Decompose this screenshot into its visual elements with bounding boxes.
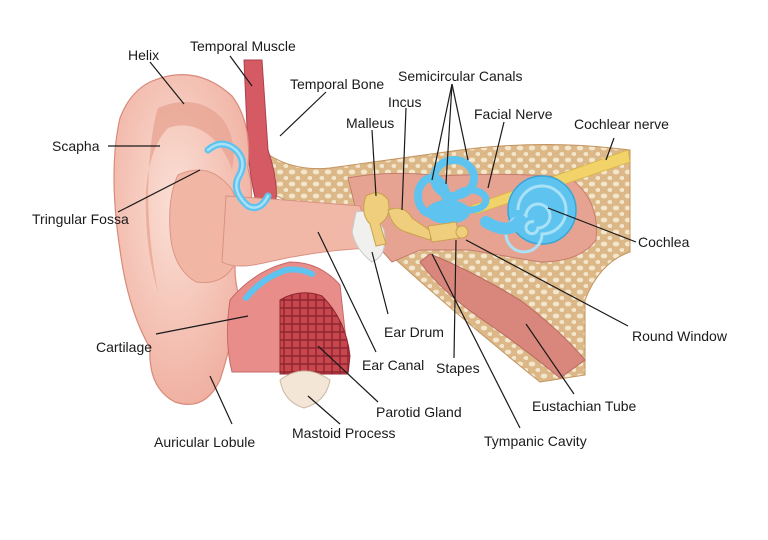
cartilage-strip-shape	[243, 266, 315, 301]
label-eustachian-tube: Eustachian Tube	[532, 398, 637, 414]
label-cartilage: Cartilage	[96, 339, 153, 355]
scapha-shape	[145, 101, 234, 293]
label-ear-drum: Ear Drum	[384, 324, 444, 340]
malleus-shape	[363, 192, 390, 247]
label-incus: Incus	[388, 94, 422, 110]
label-temporal-muscle: Temporal Muscle	[190, 38, 296, 54]
label-stapes: Stapes	[436, 360, 480, 376]
label-temporal-bone: Temporal Bone	[290, 76, 385, 92]
ear-canal-shape	[221, 195, 373, 267]
cochlea-shape	[480, 175, 577, 254]
label-cochlear-nerve: Cochlear nerve	[574, 116, 669, 132]
label-mastoid-process: Mastoid Process	[292, 425, 396, 441]
label-semicircular-canals: Semicircular Canals	[398, 68, 523, 84]
label-scapha: Scapha	[52, 138, 100, 154]
label-auricular-lobule: Auricular Lobule	[154, 434, 256, 450]
mastoid-process-shape	[279, 370, 331, 409]
label-helix: Helix	[128, 47, 160, 63]
label-triangular-fossa: Tringular Fossa	[32, 211, 129, 227]
label-round-window: Round Window	[632, 328, 727, 344]
label-malleus: Malleus	[346, 115, 395, 131]
label-tympanic-cavity: Tympanic Cavity	[484, 433, 587, 449]
label-facial-nerve: Facial Nerve	[474, 106, 553, 122]
stapes-shape	[427, 221, 461, 243]
label-ear-canal: Ear Canal	[362, 357, 425, 373]
label-cochlea: Cochlea	[638, 234, 690, 250]
leader-lines	[108, 55, 637, 429]
eustachian-tube-shape	[419, 253, 586, 379]
label-parotid-gland: Parotid Gland	[376, 404, 462, 420]
parotid-gland-shape	[279, 292, 351, 375]
